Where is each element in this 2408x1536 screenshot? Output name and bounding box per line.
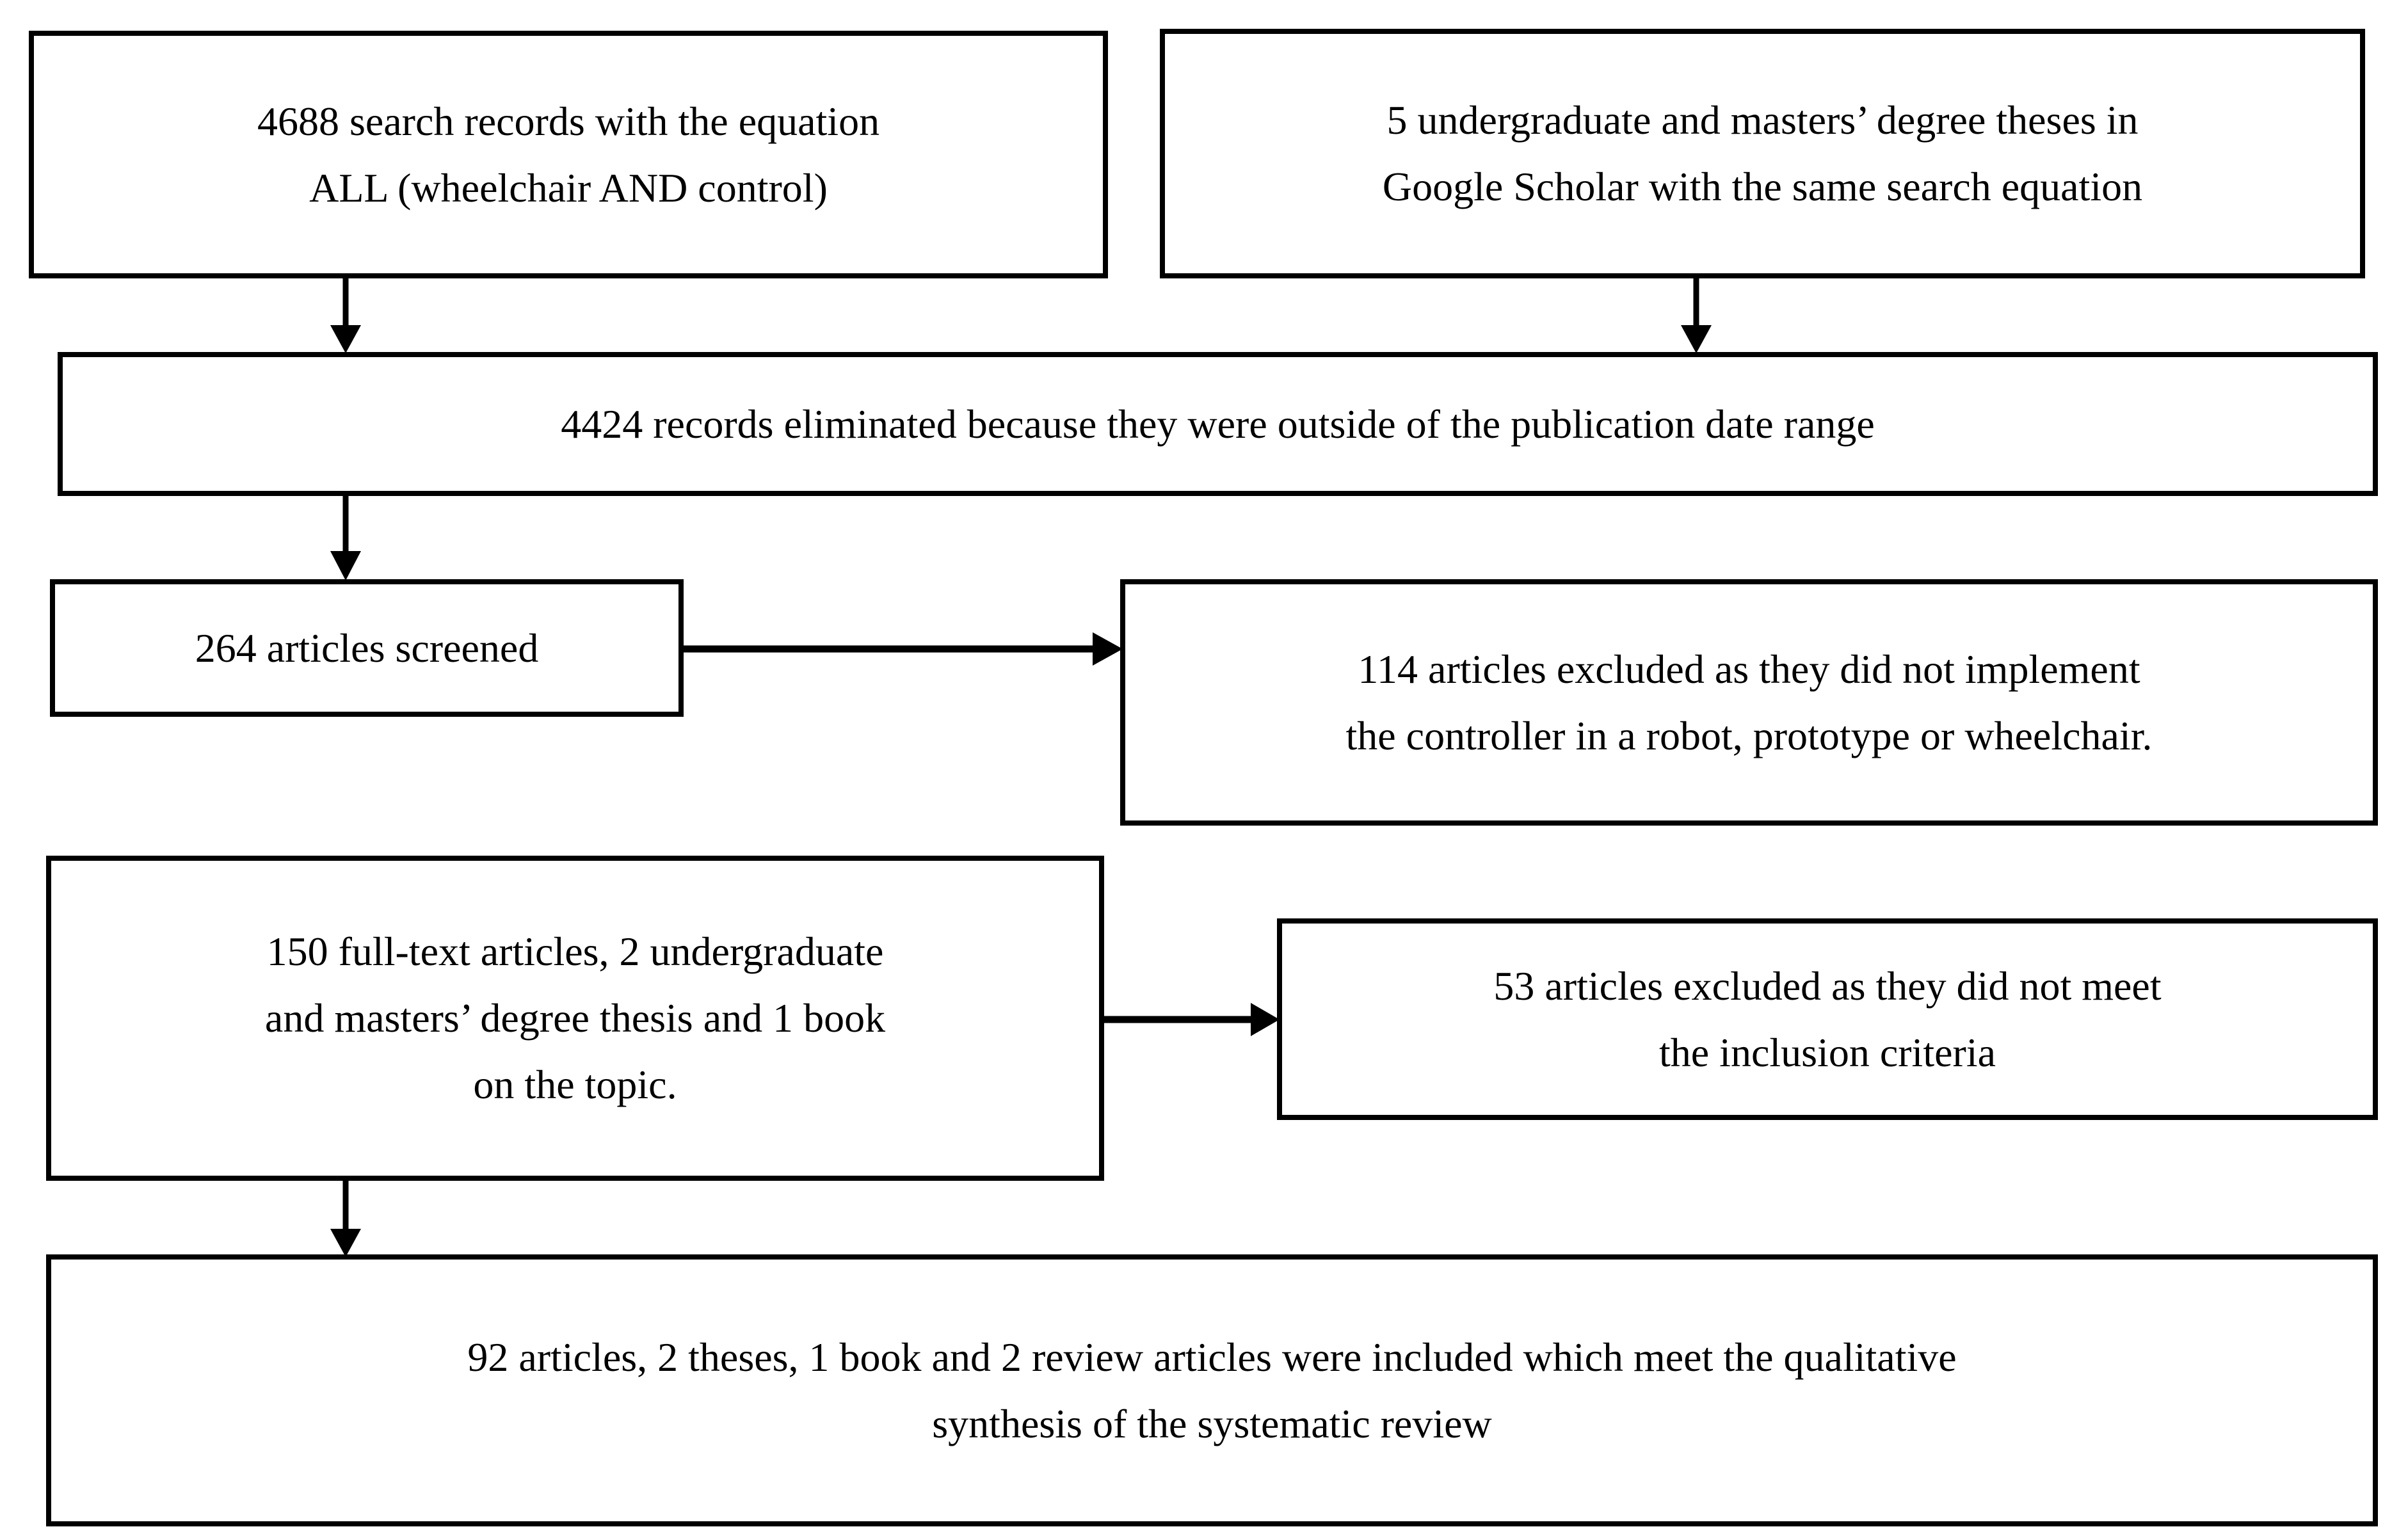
search-records-box: 4688 search records with the equation AL… bbox=[29, 31, 1108, 278]
full-text-line-1: 150 full-text articles, 2 undergraduate bbox=[266, 929, 884, 975]
theses-line-2: Google Scholar with the same search equa… bbox=[1382, 164, 2143, 209]
arrow-eliminated-to-screened bbox=[326, 493, 365, 582]
included-line-1: 92 articles, 2 theses, 1 book and 2 revi… bbox=[467, 1334, 1957, 1380]
excluded-criteria-line-1: 53 articles excluded as they did not mee… bbox=[1493, 963, 2162, 1009]
articles-screened-line-1: 264 articles screened bbox=[195, 625, 539, 671]
excluded-criteria-line-2: the inclusion criteria bbox=[1658, 1029, 1996, 1075]
excluded-no-impl-line-2: the controller in a robot, prototype or … bbox=[1345, 712, 2153, 758]
full-text-articles-box: 150 full-text articles, 2 undergraduate … bbox=[46, 856, 1104, 1181]
articles-screened-box: 264 articles screened bbox=[50, 579, 684, 717]
included-line-2: synthesis of the systematic review bbox=[932, 1400, 1492, 1446]
full-text-line-2: and masters’ degree thesis and 1 book bbox=[264, 995, 886, 1041]
search-records-line-2: ALL (wheelchair AND control) bbox=[309, 164, 828, 211]
records-eliminated-line-1: 4424 records eliminated because they wer… bbox=[561, 401, 1875, 447]
excluded-no-implementation-box: 114 articles excluded as they did not im… bbox=[1120, 579, 2378, 826]
excluded-inclusion-criteria-box: 53 articles excluded as they did not mee… bbox=[1277, 918, 2378, 1120]
full-text-line-3: on the topic. bbox=[473, 1061, 677, 1107]
arrow-theses-to-eliminated bbox=[1677, 275, 1715, 355]
arrow-records-to-eliminated bbox=[326, 275, 365, 355]
included-qualitative-synthesis-box: 92 articles, 2 theses, 1 book and 2 revi… bbox=[46, 1254, 2378, 1526]
theses-line-1: 5 undergraduate and masters’ degree thes… bbox=[1386, 97, 2139, 143]
search-records-line-1: 4688 search records with the equation bbox=[257, 98, 880, 144]
excluded-no-impl-line-1: 114 articles excluded as they did not im… bbox=[1358, 646, 2140, 692]
arrow-screened-to-excluded bbox=[680, 629, 1125, 669]
google-scholar-theses-box: 5 undergraduate and masters’ degree thes… bbox=[1160, 29, 2365, 278]
records-eliminated-box: 4424 records eliminated because they wer… bbox=[58, 352, 2378, 496]
arrow-fulltext-to-excluded bbox=[1100, 1000, 1282, 1039]
arrow-fulltext-to-included bbox=[326, 1176, 365, 1258]
